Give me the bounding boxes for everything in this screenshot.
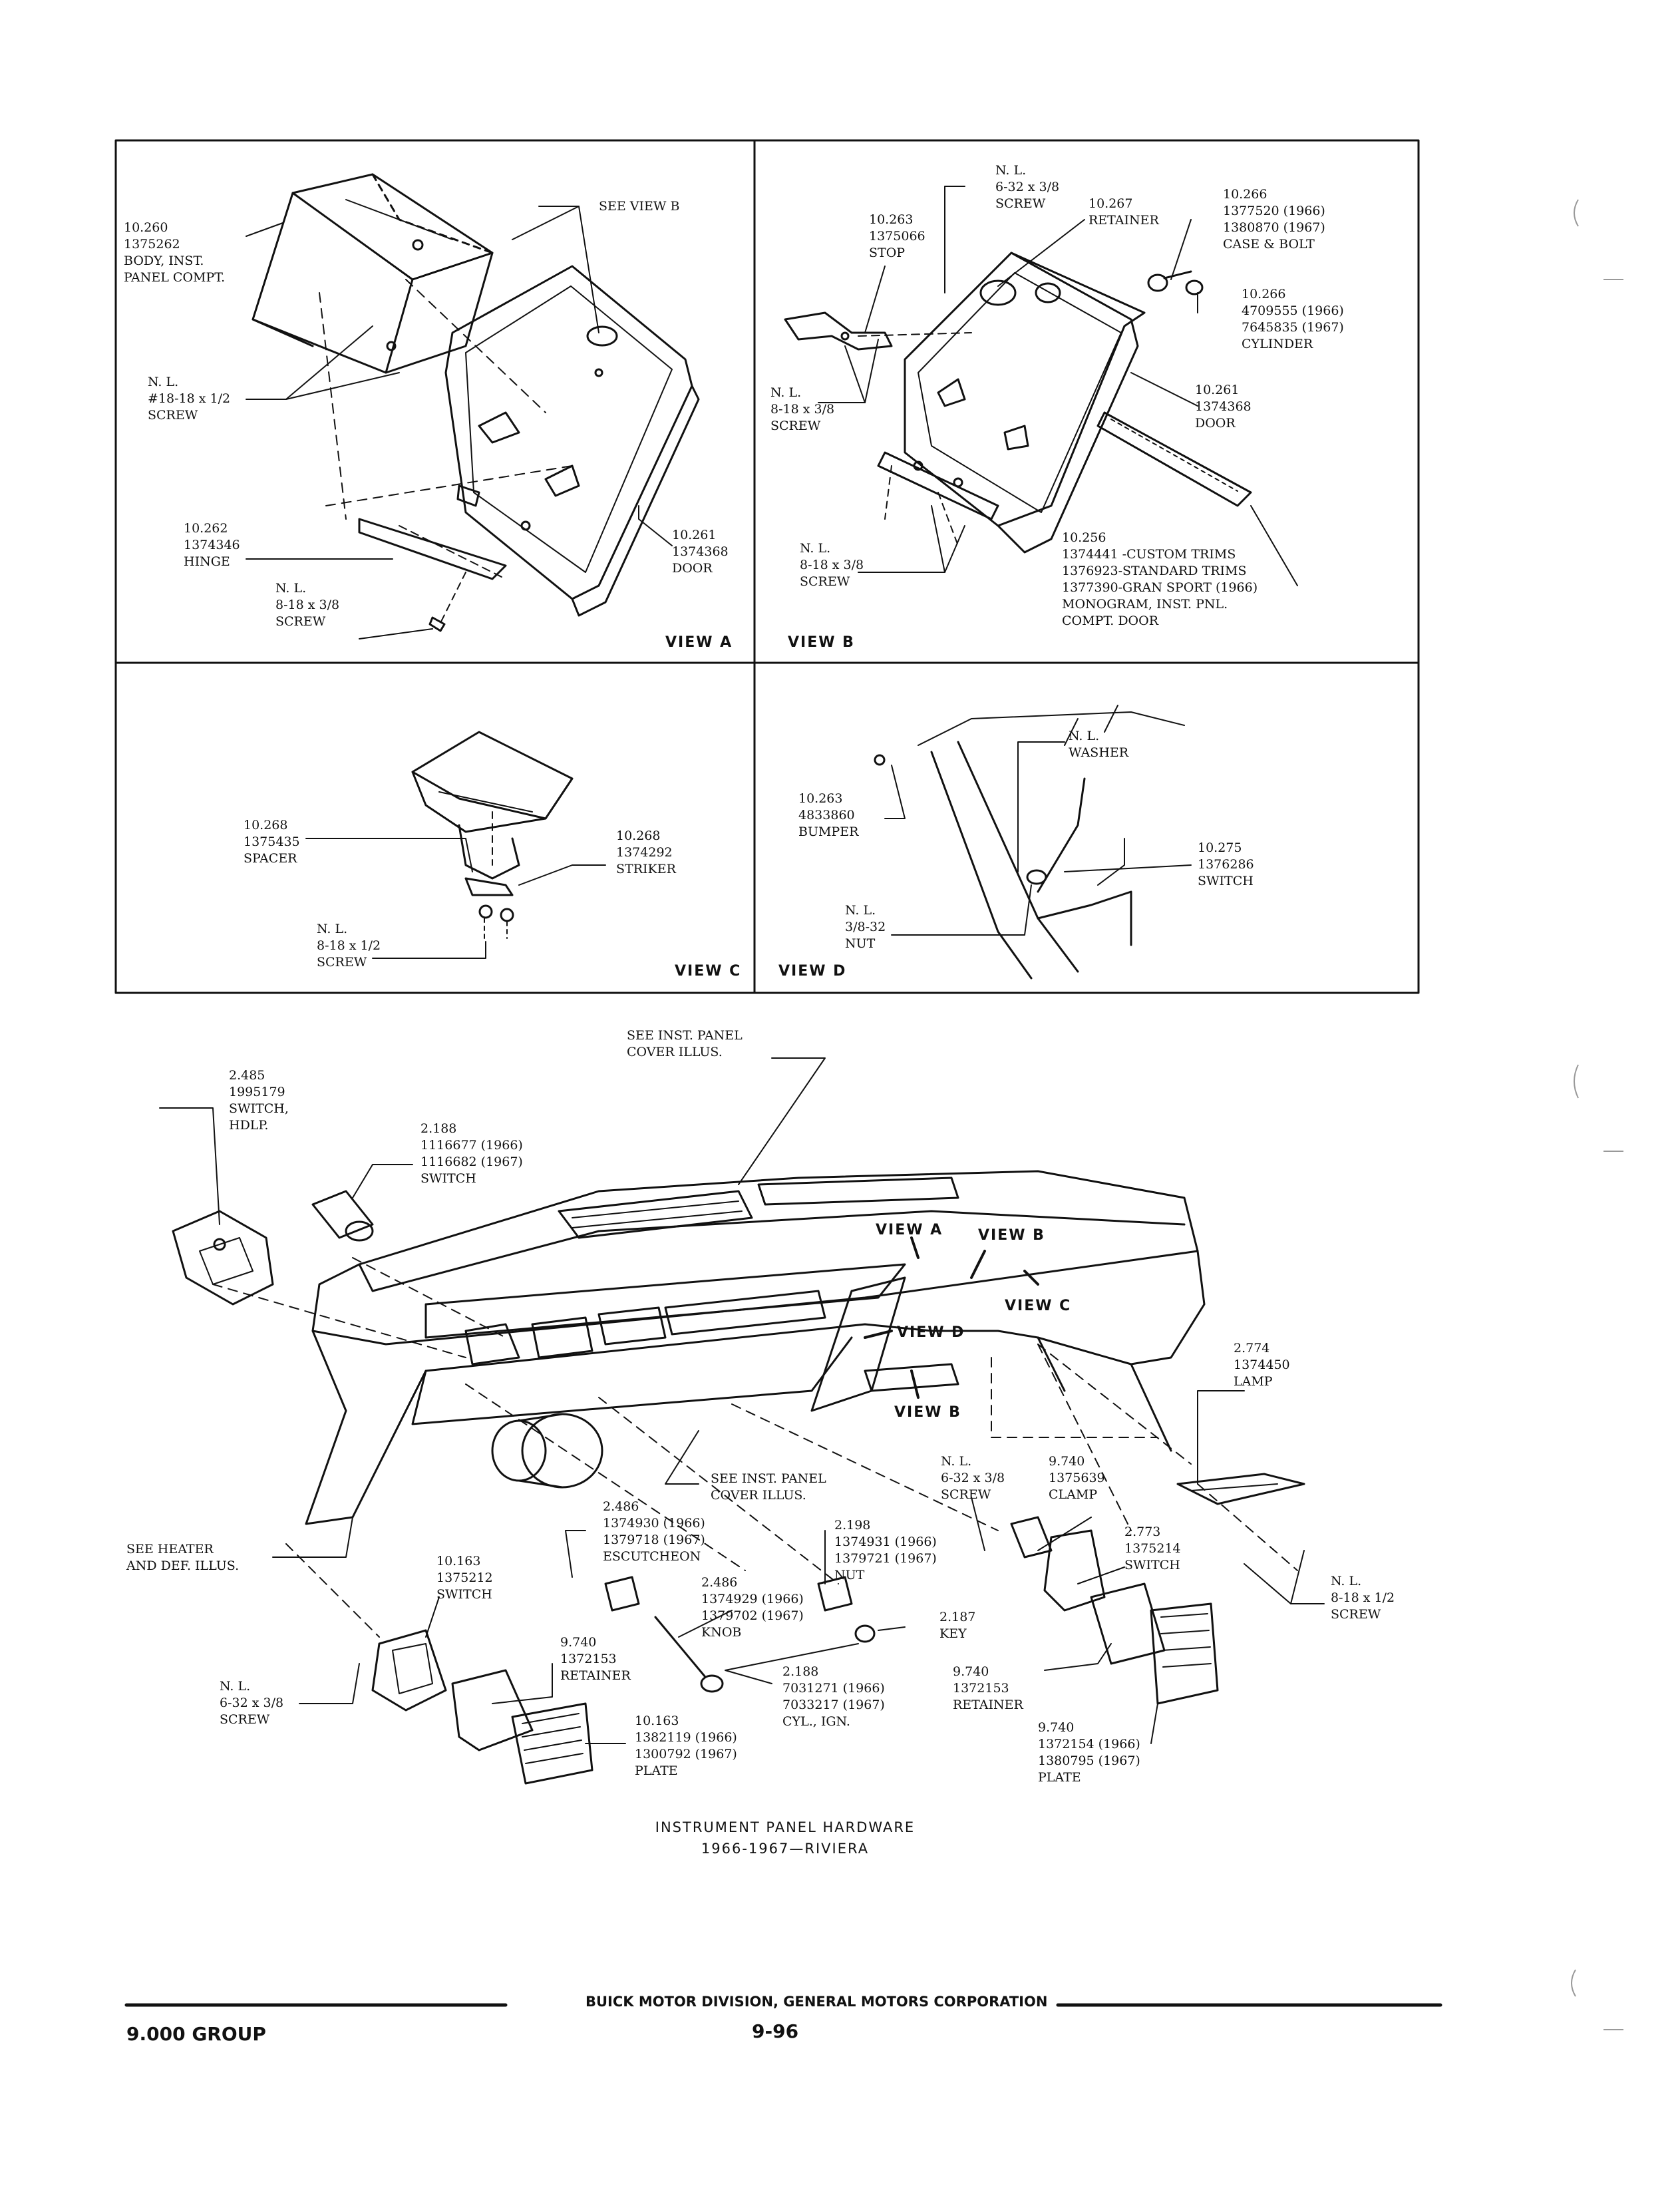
callout-see-view-b: SEE VIEW B [599,199,680,214]
view-pointer-a: VIEW A [876,1222,943,1238]
view-a-label: VIEW A [665,634,733,651]
view-pointer-b-upper: VIEW B [978,1227,1045,1244]
view-d-drawing [874,705,1192,980]
views-frame [114,139,1420,994]
figure-caption: INSTRUMENT PANEL HARDWARE 1966-1967—RIVI… [599,1819,971,1857]
instrument-panel-drawing [159,1057,1325,1785]
view-pointer-c: VIEW C [1005,1298,1072,1314]
view-a-drawing [246,173,700,640]
view-pointer-b-lower: VIEW B [894,1404,961,1421]
footer-page-number: 9-96 [752,2020,799,2042]
caption-subtitle: 1966-1967—RIVIERA [701,1841,870,1857]
view-c-label: VIEW C [675,963,742,980]
caption-title: INSTRUMENT PANEL HARDWARE [655,1819,916,1835]
view-c-drawing [305,731,606,959]
margin-marks [1571,199,1623,2030]
view-b-label: VIEW B [788,634,855,651]
view-b-drawing [784,186,1298,586]
footer-publisher: BUICK MOTOR DIVISION, GENERAL MOTORS COR… [586,1994,1048,2010]
view-pointer-d: VIEW D [897,1324,965,1341]
view-d-label: VIEW D [778,963,847,980]
callout-washer: N. L.WASHER [1069,729,1129,760]
footer-group: 9.000 GROUP [126,2023,266,2045]
